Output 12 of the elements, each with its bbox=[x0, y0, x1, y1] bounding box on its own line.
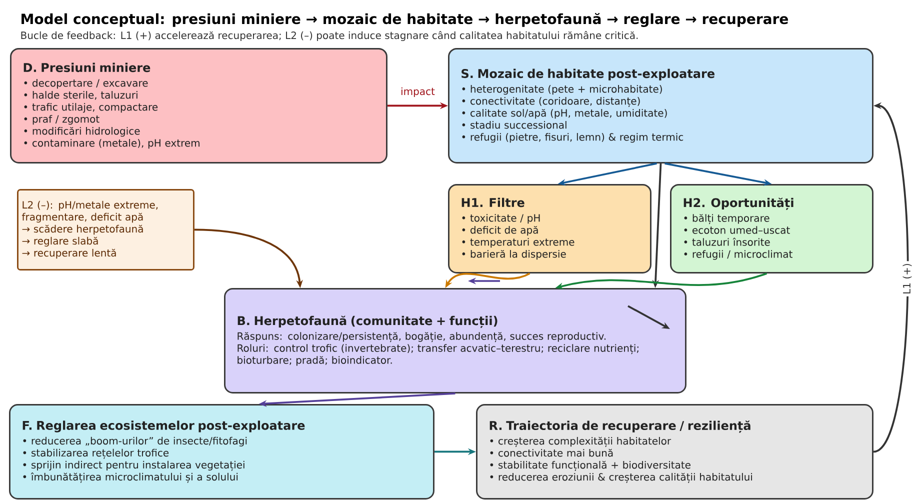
edge-label: impact bbox=[401, 87, 435, 98]
concept-box: B. Herpetofaună (comunitate + funcții) Răspuns: colonizare/persistență, bogăție, abundență, succes reproductiv. Roluri: control trofic (invertebrate); transfer acvatic–terestru; reciclare nutrienți; bioturbare; pradă; bioindicator. bbox=[224, 288, 686, 394]
concept-box: D. Presiuni miniere • decopertare / excavare • halde sterile, taluzuri • trafic utilaje, compactare • praf / zgomot • modificări hidrologice • contaminare (metale), pH extrem bbox=[10, 48, 388, 164]
title: Model conceptual: presiuni miniere → mozaic de habitate → herpetofaună → reglare → recuperare bbox=[22, 13, 788, 27]
edge-label: L1 (+) bbox=[900, 261, 914, 296]
concept-box: S. Mozaic de habitate post-exploatare • heterogenitate (pete + microhabitate) • conectivitate (coridoare, distanțe) • calitate sol/apă (pH, metale, umiditate) • stadiu successional • refugii (pietre, fisuri, lemn) & regim termic bbox=[448, 48, 874, 164]
subtitle: Bucle de feedback: L1 (+) accelerează recuperarea; L2 (–) poate induce stagnare când calitatea habitatului rămâne critică. bbox=[21, 30, 638, 42]
concept-box: H1. Filtre • toxicitate / pH • deficit de apă • temperaturi extreme • barieră la dispersie bbox=[448, 184, 652, 274]
concept-box: F. Reglarea ecosistemelor post-exploatare • reducerea „boom-urilor” de insecte/fitofagi • stabilizarea rețelelor trofice • sprijin indirect pentru instalarea vegetației • îmbunătățirea microclimatului și a solului bbox=[9, 404, 434, 500]
concept-box: H2. Oportunități • bălți temporare • ecoton umed–uscat • taluzuri însorite • refugii / microclimat bbox=[670, 184, 874, 274]
note-box: L2 (–): pH/metale extreme, fragmentare, deficit apă → scădere herpetofaună → reglare slabă → recuperare lentă bbox=[17, 189, 194, 270]
concept-box: R. Traiectoria de recuperare / reziliență • creșterea complexității habitatelor • conectivitate mai bună • stabilitate funcțională + biodiversitate • reducerea eroziunii & creșterea calității habitatului bbox=[476, 404, 874, 500]
